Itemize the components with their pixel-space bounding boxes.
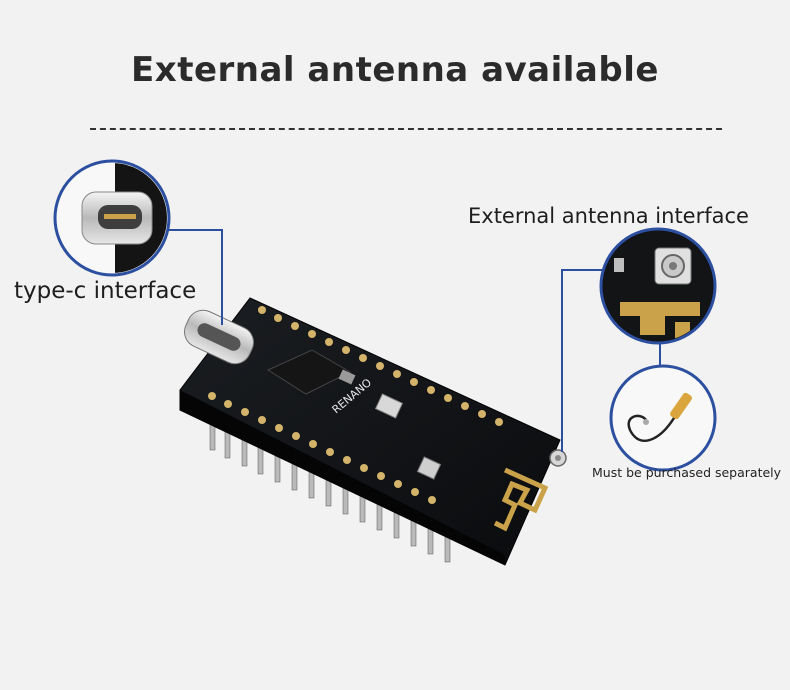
typec-interface-label: type-c interface [14,278,197,304]
purchase-note-label: Must be purchased separately [592,465,782,480]
callout-lines [165,229,661,452]
usb-closeup-circle [53,159,171,277]
title-divider [90,128,722,130]
page-title: External antenna available [131,50,659,90]
ufl-antenna-connector-icon [599,227,717,345]
external-antenna-icon [609,364,717,472]
usb-c-connector-icon [184,309,254,365]
pcb-board-icon: RENANO [179,297,567,566]
antenna-interface-label: External antenna interface [468,204,749,228]
